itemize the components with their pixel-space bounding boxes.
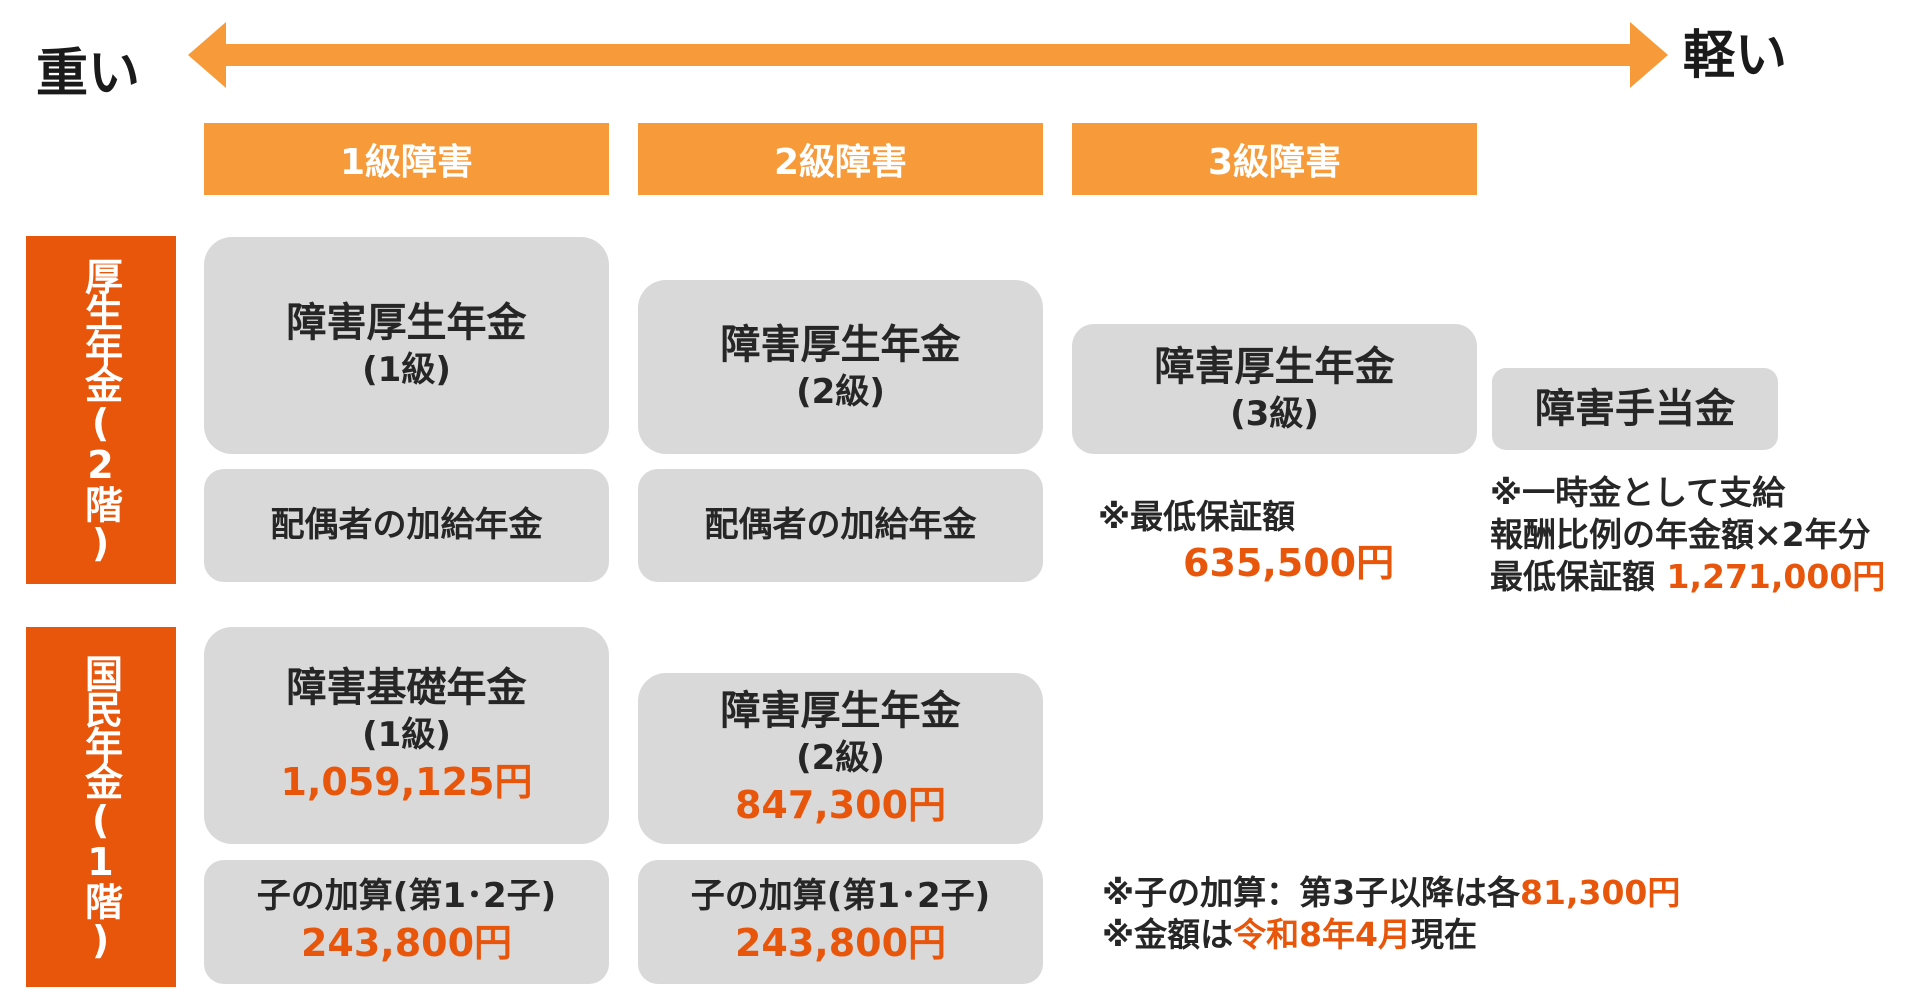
footnote-as-of: ※金額は令和8年4月現在 [1102, 914, 1680, 956]
teate-note-minimum: 最低保証額 1,271,000円 [1490, 556, 1885, 598]
footnote-as-of-suffix: 現在 [1411, 915, 1478, 955]
kokumin-grade2-child-label: 子の加算(第1･2子) [690, 876, 991, 917]
kokumin-grade2-child-box: 子の加算(第1･2子) 243,800円 [638, 860, 1043, 984]
kokumin-grade2-amount: 847,300円 [734, 782, 947, 827]
kosei-grade1-title: 障害厚生年金 [286, 300, 527, 347]
kosei-grade3-min-label: ※最低保証額 [1098, 497, 1296, 536]
teate-note-minimum-amount: 1,271,000円 [1666, 557, 1886, 597]
footnote-child-addition-amount: 81,300円 [1520, 873, 1681, 912]
teate-note-lump-sum: ※一時金として支給 [1490, 473, 1786, 512]
kokumin-grade1-amount: 1,059,125円 [280, 759, 533, 804]
footnote-child-addition-label: ※子の加算：第3子以降は各 [1102, 873, 1521, 912]
kosei-grade3-title: 障害厚生年金 [1154, 343, 1395, 390]
teate-note-calc: 報酬比例の年金額×2年分 [1490, 515, 1871, 555]
kosei-grade2-box: 障害厚生年金 (2級) [638, 280, 1043, 454]
kokumin-grade1-child-box: 子の加算(第1･2子) 243,800円 [204, 860, 609, 984]
footnote-as-of-prefix: ※金額は [1102, 915, 1234, 955]
grade-header-2: 2級障害 [638, 123, 1043, 195]
kokumin-grade2-box: 障害厚生年金 (2級) 847,300円 [638, 673, 1043, 844]
kokumin-grade1-child-label: 子の加算(第1･2子) [256, 876, 557, 917]
severity-double-arrow [188, 22, 1668, 88]
kosei-nenkin-label: 厚生年金(2階) [26, 236, 176, 584]
kokumin-grade1-grade: (1級) [362, 714, 451, 755]
light-label: 軽い [1683, 26, 1788, 86]
kosei-grade1-grade: (1級) [362, 350, 451, 391]
kosei-grade2-spouse-label: 配偶者の加給年金 [704, 505, 977, 546]
footnote-as-of-date: 令和8年4月 [1233, 915, 1412, 955]
kokumin-nenkin-label: 国民年金(1階) [26, 627, 176, 987]
kosei-grade2-spouse-box: 配偶者の加給年金 [638, 469, 1043, 582]
kosei-grade1-spouse-box: 配偶者の加給年金 [204, 469, 609, 582]
kokumin-grade2-title: 障害厚生年金 [720, 687, 961, 734]
kosei-grade1-spouse-label: 配偶者の加給年金 [270, 505, 543, 546]
kosei-grade2-grade: (2級) [796, 371, 885, 412]
teate-title: 障害手当金 [1535, 386, 1735, 432]
kokumin-grade1-child-amount: 243,800円 [300, 921, 513, 966]
kosei-grade2-title: 障害厚生年金 [720, 321, 961, 368]
kokumin-grade2-child-amount: 243,800円 [734, 921, 947, 966]
teate-notes: ※一時金として支給 報酬比例の年金額×2年分 最低保証額 1,271,000円 [1490, 472, 1885, 599]
kosei-grade3-min-amount: 635,500円 [1183, 541, 1395, 585]
footnotes: ※子の加算：第3子以降は各81,300円 ※金額は令和8年4月現在 [1102, 872, 1680, 956]
heavy-label: 重い [36, 44, 141, 104]
teate-box: 障害手当金 [1492, 368, 1778, 450]
grade-header-3: 3級障害 [1072, 123, 1477, 195]
kokumin-grade2-grade: (2級) [796, 737, 885, 778]
kosei-grade3-grade: (3級) [1230, 393, 1319, 434]
kokumin-grade1-box: 障害基礎年金 (1級) 1,059,125円 [204, 627, 609, 844]
kokumin-grade1-title: 障害基礎年金 [286, 664, 527, 711]
kosei-grade3-box: 障害厚生年金 (3級) [1072, 324, 1477, 454]
kosei-grade1-box: 障害厚生年金 (1級) [204, 237, 609, 454]
grade-header-1: 1級障害 [204, 123, 609, 195]
footnote-child-addition: ※子の加算：第3子以降は各81,300円 [1102, 872, 1680, 914]
teate-note-minimum-label: 最低保証額 [1490, 557, 1667, 597]
